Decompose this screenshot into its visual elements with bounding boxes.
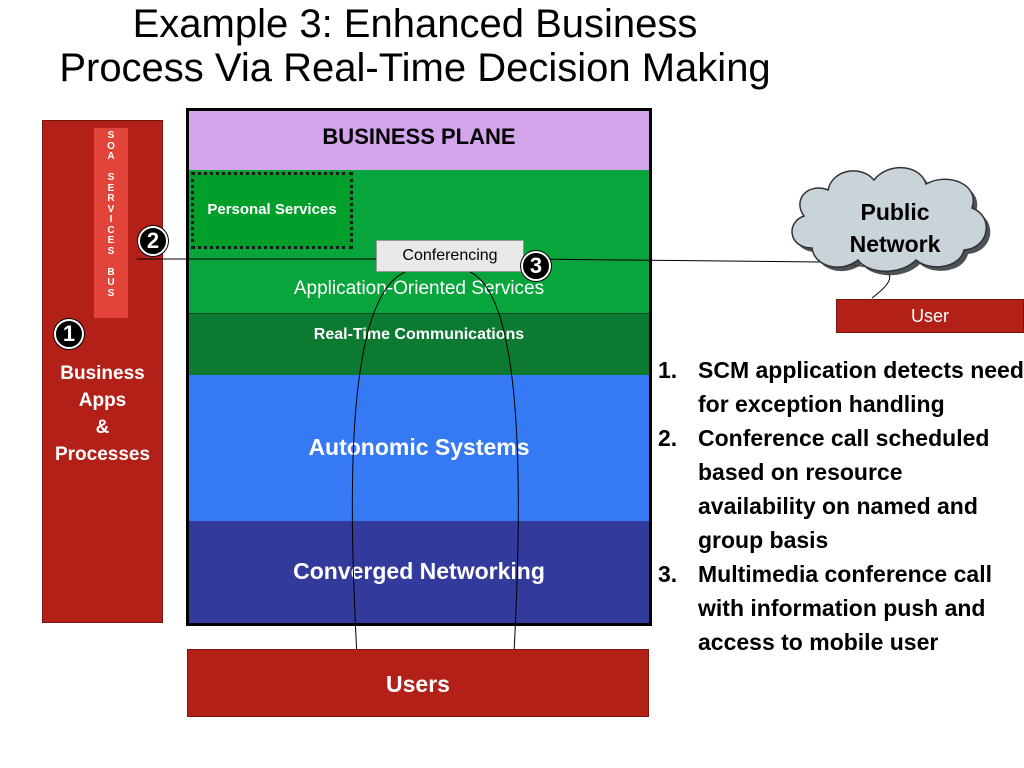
business-plane-layer: BUSINESS PLANE (189, 111, 649, 170)
step-number: 3. (658, 561, 678, 587)
user-box: User (836, 299, 1024, 333)
soa-letter: S (107, 245, 115, 257)
step-number: 1. (658, 357, 678, 383)
soa-letter: E (107, 235, 115, 246)
soa-letter: V (107, 203, 115, 215)
cloud-label-line: Public (860, 199, 930, 225)
soa-letter: S (107, 172, 115, 183)
converged-networking-layer (189, 521, 649, 623)
public-network-label: Public Network (820, 196, 970, 260)
step-item: 2. Conference call scheduled based on re… (654, 421, 1024, 557)
steps-list: 1. SCM application detects need for exce… (654, 353, 1024, 659)
step-text: Conference call scheduled based on resou… (698, 425, 990, 553)
soa-letter: B (107, 266, 115, 278)
slide-title: Example 3: Enhanced Business Process Via… (0, 2, 830, 90)
soa-letter: R (107, 193, 115, 204)
application-services-label: Application-Oriented Services (293, 278, 545, 299)
soa-letter: U (107, 277, 115, 288)
label-line: Apps (78, 390, 127, 411)
soa-letter: O (107, 140, 115, 152)
step-number: 2. (658, 425, 678, 451)
label-line: Business (60, 363, 145, 384)
label-line: Processes (54, 444, 151, 465)
users-box: Users (187, 649, 649, 717)
soa-letter: I (109, 214, 113, 225)
autonomic-systems-label: Autonomic Systems (308, 434, 530, 460)
soa-letter: C (107, 224, 115, 236)
converged-networking-label: Converged Networking (293, 558, 545, 584)
public-network-cloud-icon (791, 166, 991, 276)
step-item: 3. Multimedia conference call with infor… (654, 557, 1024, 659)
autonomic-systems-layer (189, 375, 649, 521)
marker-2: 2 (138, 226, 168, 256)
conferencing-box: Conferencing (376, 240, 524, 272)
step-text: Multimedia conference call with informat… (698, 561, 992, 655)
step-text: SCM application detects need for excepti… (698, 357, 1024, 417)
label-line: & (95, 417, 110, 438)
real-time-communications-label: Real-Time Communications (313, 326, 525, 343)
step-item: 1. SCM application detects need for exce… (654, 353, 1024, 421)
cloud-label-line: Network (849, 231, 941, 257)
soa-spacer (94, 257, 128, 268)
soa-letter: S (107, 287, 115, 299)
soa-services-bus: S O A S E R V I C E S B U S (94, 128, 128, 318)
personal-services-box: Personal Services (191, 172, 353, 249)
marker-1: 1 (54, 319, 84, 349)
soa-letter: A (107, 151, 115, 162)
title-line-1: Example 3: Enhanced Business (132, 2, 698, 46)
soa-letter: S (107, 130, 115, 141)
real-time-communications-layer (189, 313, 649, 375)
business-apps-label: Business Apps & Processes (42, 360, 163, 468)
marker-3: 3 (521, 251, 551, 281)
soa-letter: E (107, 182, 115, 194)
title-line-2: Process Via Real-Time Decision Making (59, 46, 771, 90)
